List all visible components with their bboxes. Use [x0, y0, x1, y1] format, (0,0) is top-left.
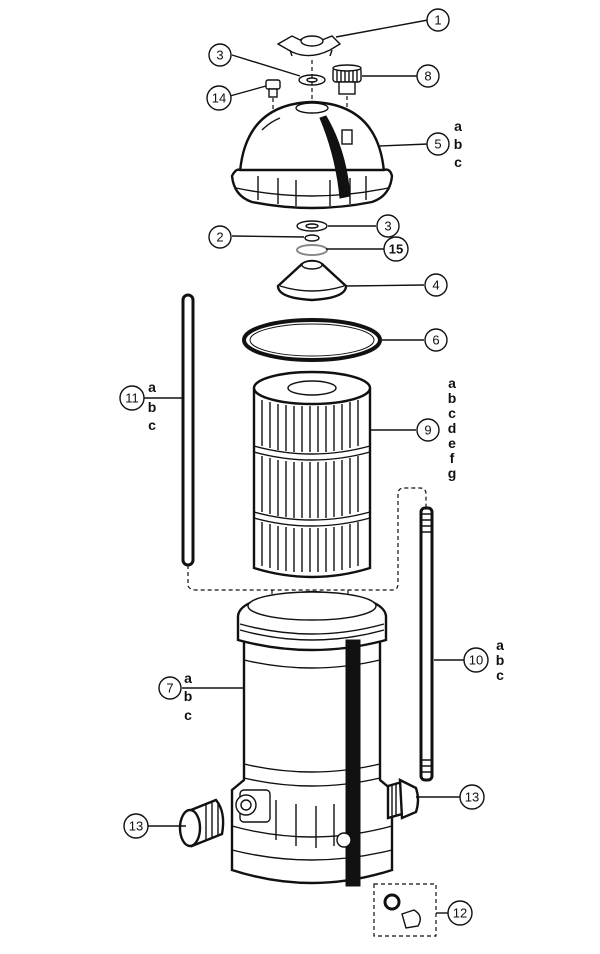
callout-5-variant-c: c	[454, 154, 462, 170]
filter-cartridge-part	[252, 370, 372, 579]
small-o-ring-part	[304, 234, 320, 242]
drain-plug-kit-part	[373, 883, 437, 937]
callout-4: 4	[424, 273, 448, 297]
callout-10-variant-a: a	[496, 637, 504, 653]
callout-10-label: 10	[469, 653, 483, 668]
callout-14: 14	[206, 85, 232, 111]
air-relief-valve-part	[332, 64, 362, 95]
callout-7-variant-a: a	[184, 670, 192, 686]
callout-11-label: 11	[125, 391, 139, 406]
callout-5-variant-b: b	[454, 136, 463, 152]
callout-3-lower-label: 3	[384, 219, 391, 234]
callout-10-variant-c: c	[496, 667, 504, 683]
callout-1-label: 1	[434, 13, 441, 28]
filter-cap-part	[276, 259, 348, 302]
callout-9-variant-b: b	[448, 390, 457, 406]
lid-knob-part	[276, 35, 342, 57]
tank-body-part	[230, 590, 394, 887]
callout-5-variant-a: a	[454, 118, 462, 134]
callout-10-variant-b: b	[496, 652, 505, 668]
callout-10: 10 a b c	[463, 637, 505, 683]
callout-7-label: 7	[166, 681, 173, 696]
lower-washer-part	[296, 220, 328, 232]
callout-8: 8	[416, 64, 440, 88]
callout-9-variant-e: e	[448, 435, 456, 451]
callout-12-label: 12	[453, 906, 467, 921]
callout-11-variant-a: a	[148, 379, 156, 395]
callout-14-label: 14	[212, 91, 226, 106]
callout-2: 2	[208, 225, 232, 249]
snap-ring-part	[296, 244, 328, 256]
callout-9-variant-g: g	[448, 465, 457, 481]
callout-15: 15	[383, 236, 409, 262]
callout-3-upper-label: 3	[216, 48, 223, 63]
callout-7-variant-c: c	[184, 707, 192, 723]
callout-5-label: 5	[434, 137, 441, 152]
tank-o-ring-part	[242, 318, 382, 362]
tank-lid-part	[230, 100, 394, 210]
callout-11-variant-b: b	[148, 399, 157, 415]
callout-12: 12	[447, 900, 473, 926]
callout-5: 5 a b c	[426, 118, 463, 170]
callout-9-variant-c: c	[448, 405, 456, 421]
left-drain-cap-part	[178, 798, 225, 848]
callout-3-upper: 3	[208, 43, 232, 67]
right-tie-rod-part	[419, 506, 434, 782]
callout-3-lower: 3	[376, 214, 400, 238]
callout-9-label: 9	[424, 423, 431, 438]
callout-9-variant-f: f	[450, 450, 455, 466]
callout-15-label: 15	[389, 242, 403, 257]
callout-6: 6	[424, 328, 448, 352]
callout-2-label: 2	[216, 230, 223, 245]
callout-9-variant-a: a	[448, 375, 456, 391]
callout-13-right: 13	[459, 784, 485, 810]
callout-1: 1	[426, 8, 450, 32]
callout-11: 11 a b c	[119, 379, 157, 433]
right-drain-cap-part	[386, 778, 420, 820]
callout-11-variant-c: c	[148, 417, 156, 433]
callout-8-label: 8	[424, 69, 431, 84]
left-tie-rod-part	[181, 293, 195, 567]
callout-9-variant-d: d	[448, 420, 457, 436]
callout-9: 9 a b c d e f g	[416, 375, 457, 481]
callout-4-label: 4	[432, 278, 439, 293]
callout-7: 7 a b c	[158, 670, 193, 723]
drain-plug-small-part	[265, 79, 281, 98]
callout-6-label: 6	[432, 333, 439, 348]
leader-lines	[144, 19, 464, 914]
callout-13-right-label: 13	[465, 790, 479, 805]
rod-connection-guide	[187, 487, 427, 591]
callout-7-variant-b: b	[184, 688, 193, 704]
callout-13-left-label: 13	[129, 819, 143, 834]
callout-13-left: 13	[123, 813, 149, 839]
